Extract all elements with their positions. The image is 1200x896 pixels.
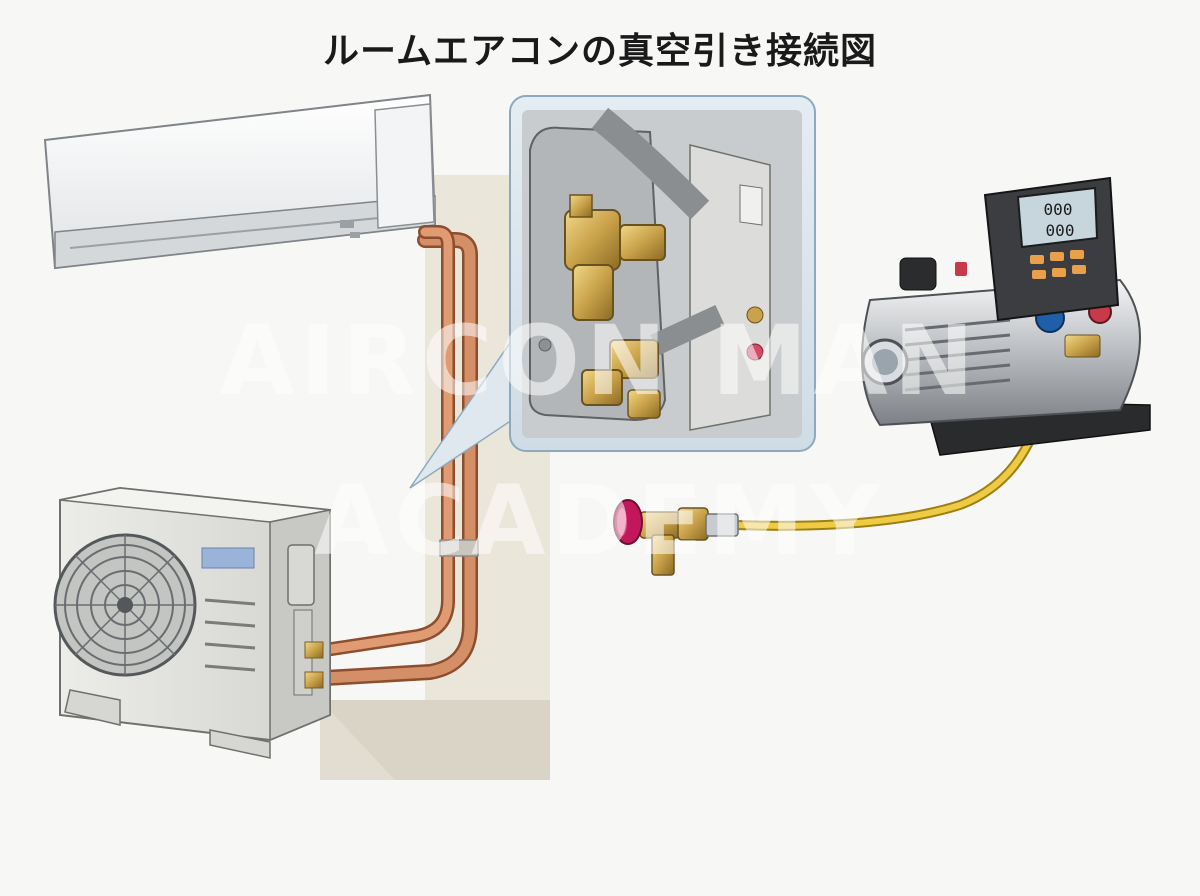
vacuum-pump: 000 000 bbox=[862, 178, 1150, 455]
indoor-unit bbox=[45, 95, 435, 268]
page-title: ルームエアコンの真空引き接続図 bbox=[0, 22, 1200, 74]
outdoor-unit bbox=[55, 488, 330, 758]
gauge-display-row2: 000 bbox=[1046, 221, 1075, 240]
valve-coupler bbox=[614, 500, 738, 575]
gauge-display-row1: 000 bbox=[1044, 200, 1073, 219]
